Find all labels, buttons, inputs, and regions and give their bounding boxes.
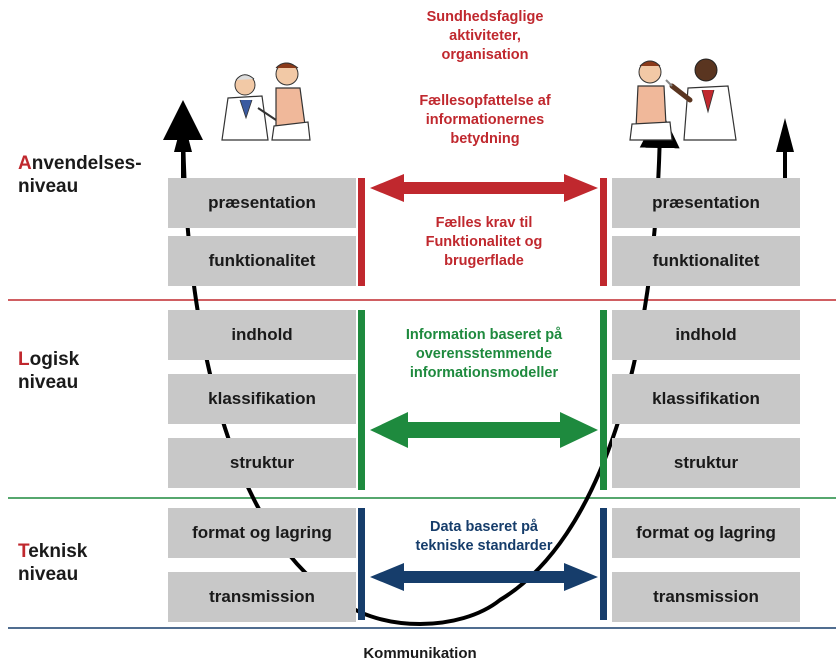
left-up-arrowhead: [174, 118, 192, 152]
logical-information-line3: informationsmodeller: [409, 365, 559, 381]
right-green-bar: [600, 310, 607, 490]
technical-level-initial: T: [18, 541, 29, 562]
right-box-format-storage: format og lagring: [612, 508, 800, 558]
left-green-bar: [358, 310, 365, 490]
application-level-label-line2: niveau: [18, 176, 79, 197]
technical-level-label-line2: niveau: [18, 564, 79, 585]
application-level-initial: A: [18, 153, 32, 174]
blue-double-arrow: [370, 563, 598, 591]
technical-data-text: Data baseret på tekniske standarder: [370, 518, 598, 556]
left-box-structure: struktur: [168, 438, 356, 488]
left-box-content: indhold: [168, 310, 356, 360]
left-box-presentation: præsentation: [168, 178, 356, 228]
logical-level-label: Logisk niveau: [18, 348, 79, 394]
left-red-bar: [358, 178, 365, 286]
doctor-patient-illustration-left: [221, 62, 311, 141]
application-level-label: Anvendelses- niveau: [18, 152, 142, 198]
right-box-content: indhold: [612, 310, 800, 360]
logical-information-line2: overensstemmende: [415, 346, 553, 362]
activities-line3: organisation: [441, 47, 529, 63]
right-box-presentation: præsentation: [612, 178, 800, 228]
left-blue-bar: [358, 508, 365, 620]
logical-level-label-line2: niveau: [18, 372, 79, 393]
left-box-transmission: transmission: [168, 572, 356, 622]
application-level-label-rest: nvendelses-: [31, 153, 142, 174]
right-red-bar: [600, 178, 607, 286]
doctor-patient-illustration-right: [629, 58, 737, 141]
technical-level-label-rest: eknisk: [28, 541, 88, 562]
right-box-structure: struktur: [612, 438, 800, 488]
application-requirements-text: Fælles krav til Funktionalitet og bruger…: [370, 214, 598, 271]
red-double-arrow: [370, 174, 598, 202]
technical-data-line2: tekniske standarder: [415, 538, 553, 554]
application-requirements-line2: Funktionalitet og: [425, 234, 543, 250]
right-box-classification: klassifikation: [612, 374, 800, 424]
green-double-arrow: [370, 412, 598, 448]
technical-level-label: Teknisk niveau: [18, 540, 87, 586]
logical-information-text: Information baseret på overensstemmende …: [366, 326, 602, 383]
left-box-classification: klassifikation: [168, 374, 356, 424]
logical-level-label-rest: ogisk: [29, 349, 80, 370]
application-requirements-line3: brugerflade: [444, 253, 524, 269]
right-box-functionality: funktionalitet: [612, 236, 800, 286]
shared-understanding-line1: Fællesopfattelse af: [419, 93, 551, 109]
right-up-arrowhead: [776, 118, 794, 152]
shared-understanding-text: Fællesopfattelse af informationernes bet…: [360, 92, 610, 149]
application-requirements-line1: Fælles krav til: [435, 215, 533, 231]
activities-line2: aktiviteter,: [449, 28, 521, 44]
right-box-transmission: transmission: [612, 572, 800, 622]
activities-line1: Sundhedsfaglige: [426, 9, 544, 25]
left-box-functionality: funktionalitet: [168, 236, 356, 286]
shared-understanding-line2: informationernes: [425, 112, 545, 128]
right-blue-bar: [600, 508, 607, 620]
shared-understanding-line3: betydning: [450, 131, 520, 147]
activities-text: Sundhedsfaglige aktiviteter, organisatio…: [360, 8, 610, 65]
left-box-format-storage: format og lagring: [168, 508, 356, 558]
logical-information-line1: Information baseret på: [405, 327, 563, 343]
communication-label: Kommunikation: [363, 645, 477, 662]
logical-level-initial: L: [18, 349, 30, 370]
technical-data-line1: Data baseret på: [430, 519, 538, 535]
